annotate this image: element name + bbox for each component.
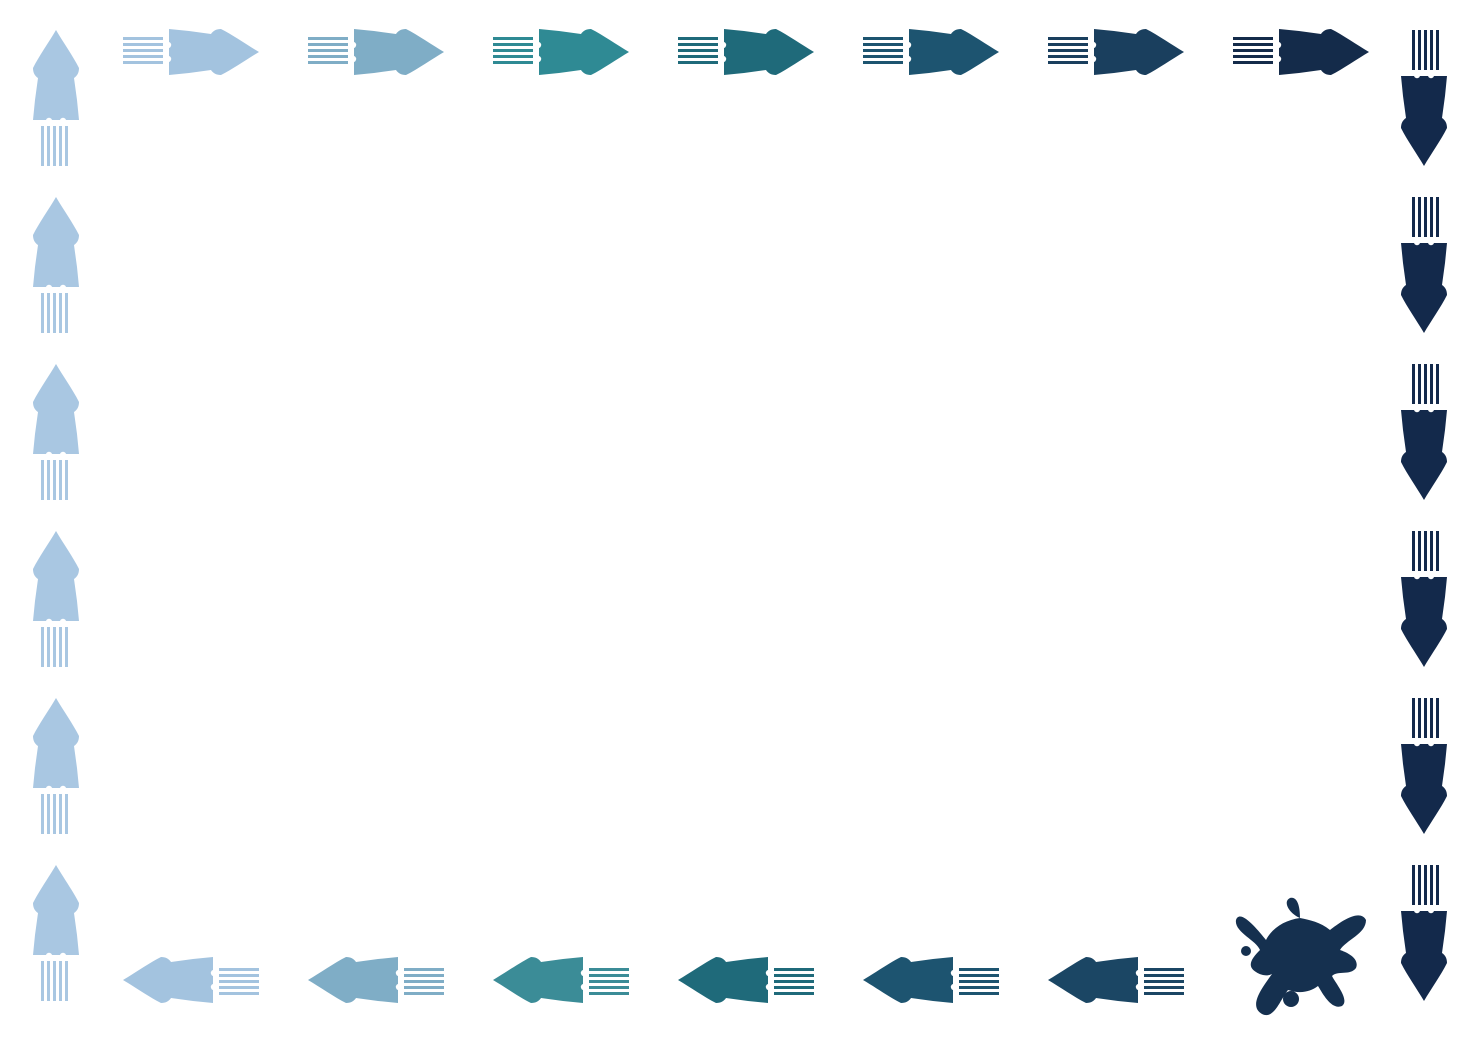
- squid-icon-top-2: [493, 29, 629, 75]
- squid-icon-left-3: [33, 531, 79, 667]
- squid-icon-top-4: [863, 29, 999, 75]
- squid-icon-bottom-1: [308, 957, 444, 1003]
- squid-icon-left-2: [33, 364, 79, 500]
- squid-icon-right-4: [1401, 698, 1447, 834]
- squid-icon-left-5: [33, 865, 79, 1001]
- squid-icon-bottom-3: [678, 957, 814, 1003]
- squid-icon-left-4: [33, 698, 79, 834]
- squid-icon-bottom-0: [123, 957, 259, 1003]
- squid-icon-bottom-5: [1048, 957, 1184, 1003]
- squid-icon-right-3: [1401, 531, 1447, 667]
- squid-icon-top-1: [308, 29, 444, 75]
- squid-icon-left-1: [33, 197, 79, 333]
- squid-icon-bottom-2: [493, 957, 629, 1003]
- squid-icon-right-1: [1401, 197, 1447, 333]
- squid-icon-top-5: [1048, 29, 1184, 75]
- squid-icon-right-2: [1401, 364, 1447, 500]
- squid-icon-bottom-4: [863, 957, 999, 1003]
- squid-icon-right-0: [1401, 30, 1447, 166]
- squid-icon-left-0: [33, 30, 79, 166]
- squid-icon-right-5: [1401, 865, 1447, 1001]
- squid-icon-top-0: [123, 29, 259, 75]
- squid-icon-top-3: [678, 29, 814, 75]
- ink-splat-icon: [1235, 897, 1366, 1016]
- squid-icon-top-6: [1233, 29, 1369, 75]
